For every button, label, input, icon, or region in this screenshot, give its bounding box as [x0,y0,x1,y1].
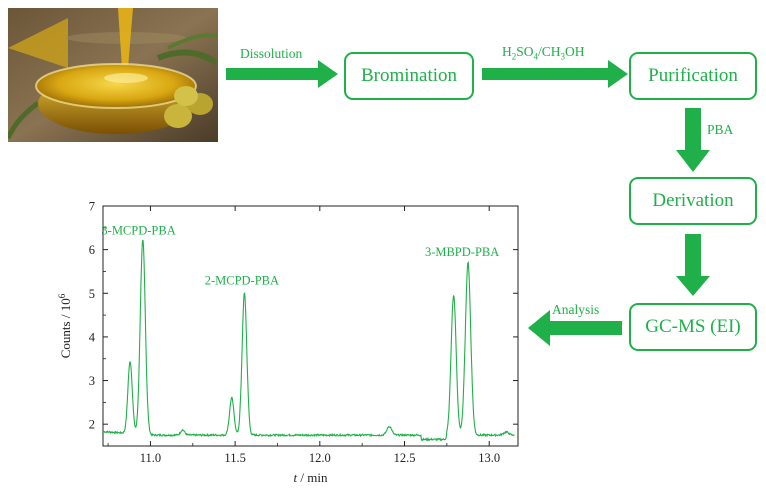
chromatogram-trace [103,239,515,442]
step-gcms-label: GC-MS (EI) [645,316,741,337]
x-tick-label: 11.5 [224,451,245,465]
step-purification: Purification [629,52,757,100]
y-tick-label: 5 [89,287,95,301]
plot-frame [102,205,519,447]
x-tick-label: 11.0 [140,451,161,465]
peak-label: 3-MCPD-PBA [101,223,175,237]
y-tick-label: 2 [89,418,95,432]
arrow-pba [676,108,710,172]
arrow-analysis [528,310,622,346]
y-tick-label: 7 [89,200,95,214]
step-gcms: GC-MS (EI) [629,303,757,351]
arrow-dissolution [226,60,338,88]
arrow-acid [482,60,628,88]
step-derivation-label: Derivation [652,190,734,211]
chromatogram-chart: 11.0 11.5 12.0 12.5 13.0 2 3 4 5 6 7 t / min Counts … [57,200,519,485]
y-tick-label: 6 [89,243,95,257]
x-tick-label: 13.0 [478,451,500,465]
y-axis-label: Counts / 106 [57,293,73,358]
arrow-gcms [676,234,710,296]
step-bromination-label: Bromination [360,65,458,86]
y-tick-label: 3 [89,374,95,388]
label-pba: PBA [707,122,734,137]
label-dissolution: Dissolution [240,46,303,61]
step-purification-label: Purification [648,65,738,86]
y-tick-label: 4 [89,330,96,344]
label-acid: H2SO4/CH3OH [502,44,585,62]
step-bromination: Bromination [344,52,474,100]
olive-oil-photo [8,8,218,142]
peak-label: 2-MCPD-PBA [205,274,279,288]
label-analysis: Analysis [552,302,600,317]
peak-label: 3-MBPD-PBA [425,245,499,259]
x-axis-label: t / min [294,470,328,485]
x-tick-label: 12.5 [394,451,416,465]
x-tick-label: 12.0 [309,451,331,465]
step-derivation: Derivation [629,177,757,225]
